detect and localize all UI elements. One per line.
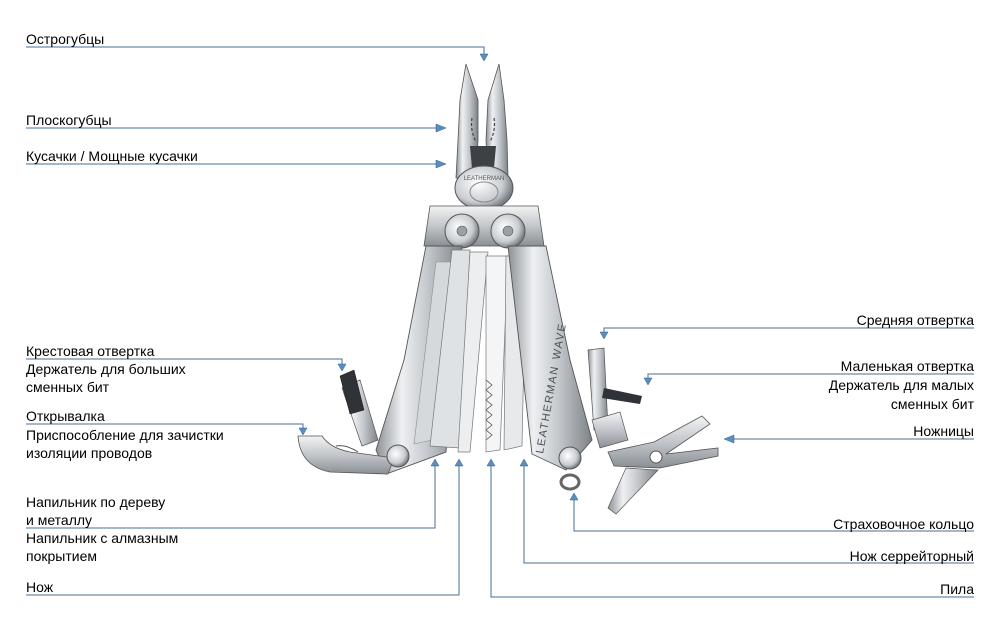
label-ostrogubtsy: Острогубцы <box>26 31 105 47</box>
label-pila: Пила <box>940 581 974 597</box>
label-nozhnitsy: Ножницы <box>913 423 974 439</box>
label-napilnik-2: и металлу <box>26 512 93 528</box>
label-almaz-1: Напильник с алмазным <box>26 530 179 546</box>
label-derzhatel-bolshih-2: сменных бит <box>26 379 110 395</box>
label-nozh: Нож <box>26 579 54 595</box>
label-zachistka-2: изоляции проводов <box>26 445 153 461</box>
label-napilnik-1: Напильник по дереву <box>26 494 166 510</box>
lanyard-ring <box>559 473 581 491</box>
label-derzhatel-malyh-1: Держатель для малых <box>828 377 974 393</box>
pivot-engraving: LEATHERMAN <box>464 176 505 182</box>
small-screwdriver <box>602 388 642 404</box>
label-ploskogubtsy: Плоскогубцы <box>26 112 112 128</box>
label-nozh-serreitorny: Нож серрейторный <box>849 548 974 564</box>
label-zachistka-1: Приспособление для зачистки <box>26 427 224 443</box>
rivet-lower-right <box>558 446 582 470</box>
small-bit-holder <box>591 411 629 449</box>
handle-right <box>507 245 593 471</box>
tool-bolster <box>423 205 545 247</box>
multitool-illustration: LEATHERMAN LEATHERMANWAVE <box>297 63 719 515</box>
phillips-bit <box>339 369 365 415</box>
label-derzhatel-bolshih-1: Держатель для больших <box>26 361 186 377</box>
label-almaz-2: покрытием <box>26 548 97 564</box>
knife-blade <box>457 251 489 453</box>
label-derzhatel-malyh-2: сменных бит <box>890 396 974 412</box>
rivet-lower-left <box>386 444 410 468</box>
label-krestovaya-otvertka: Крестовая отвертка <box>26 343 155 359</box>
leader-lines <box>26 46 974 598</box>
pliers-cutter <box>470 146 496 168</box>
saw-blade <box>485 255 509 453</box>
label-kusachki: Кусачки / Мощные кусачки <box>26 148 198 164</box>
label-malenkaya-otvertka: Маленькая отвертка <box>840 358 974 374</box>
scissors <box>607 415 719 469</box>
pliers-pivot <box>454 165 514 211</box>
label-otkryvalka: Открывалка <box>26 408 105 424</box>
label-strahovochnoe-kolco: Страховочное кольцо <box>833 516 974 532</box>
label-srednyaya-otvertka: Средняя отвертка <box>856 312 974 328</box>
